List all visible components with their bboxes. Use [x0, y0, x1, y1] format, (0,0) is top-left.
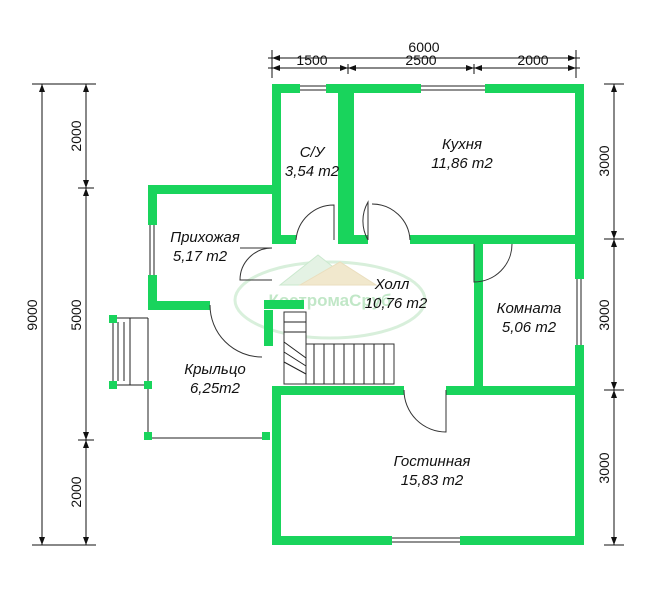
staircase: [283, 311, 395, 385]
room-bathroom-name: С/У: [300, 144, 326, 161]
dim-top-2: 2500: [405, 52, 436, 68]
room-hallway: Прихожая 5,17 m2: [170, 229, 240, 265]
dim-left-total: 9000: [24, 299, 40, 330]
room-hallway-name: Прихожая: [170, 229, 240, 246]
walls: [109, 84, 584, 545]
room-living: Гостинная 15,83 m2: [394, 453, 471, 489]
room-hallway-area: 5,17 m2: [173, 248, 228, 265]
room-room-name: Комната: [497, 300, 562, 317]
room-kitchen: Кухня 11,86 m2: [431, 136, 493, 172]
room-bathroom: С/У 3,54 m2: [285, 144, 340, 180]
room-hall-area: 10,76 m2: [365, 295, 428, 312]
dim-left-2: 5000: [68, 299, 84, 330]
room-room-area: 5,06 m2: [502, 319, 557, 336]
windows: [149, 85, 582, 543]
dim-top-3: 2000: [517, 52, 548, 68]
dim-right-1: 3000: [596, 145, 612, 176]
dim-left-1: 2000: [68, 120, 84, 151]
dim-right-3: 3000: [596, 452, 612, 483]
room-room: Комната 5,06 m2: [497, 300, 562, 336]
dimension-left: 9000 2000 5000 2000: [24, 83, 96, 546]
dim-top-total: 6000: [408, 39, 439, 55]
room-kitchen-name: Кухня: [442, 136, 482, 153]
dim-top-1: 1500: [296, 52, 327, 68]
room-porch: Крыльцо 6,25m2: [184, 361, 246, 397]
dimension-top: 6000 1500 2500 2000: [268, 39, 580, 78]
room-living-name: Гостинная: [394, 453, 471, 470]
dim-right-2: 3000: [596, 299, 612, 330]
room-living-area: 15,83 m2: [401, 472, 464, 489]
room-hall: Холл 10,76 m2: [365, 276, 428, 312]
dim-left-3: 2000: [68, 476, 84, 507]
room-hall-name: Холл: [374, 276, 410, 293]
doors: [209, 200, 513, 433]
dimension-right: 3000 3000 3000: [596, 83, 624, 546]
room-porch-area: 6,25m2: [190, 380, 241, 397]
room-porch-name: Крыльцо: [184, 361, 246, 378]
room-bathroom-area: 3,54 m2: [285, 163, 340, 180]
porch-outline: [112, 317, 268, 439]
room-kitchen-area: 11,86 m2: [431, 155, 493, 172]
